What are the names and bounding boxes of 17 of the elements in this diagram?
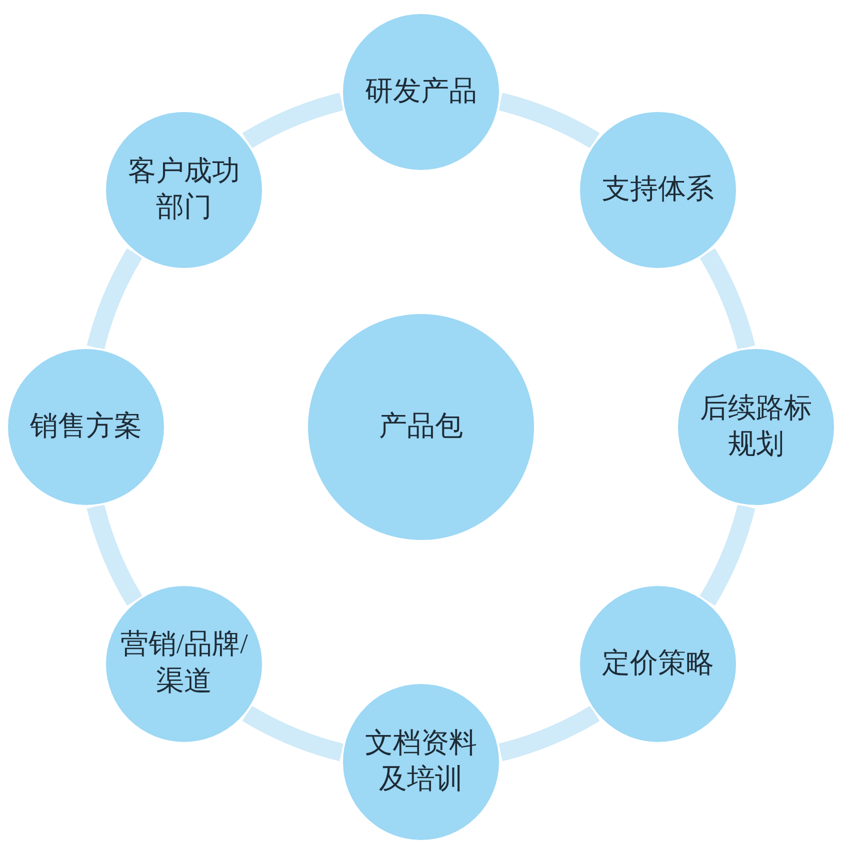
circle-label: 后续路标规划	[698, 392, 813, 462]
circle-label: 客户成功部门	[127, 154, 242, 226]
circle-label: 定价策略	[602, 646, 714, 681]
ring-segment	[242, 705, 344, 762]
circle-label: 产品包	[379, 410, 463, 444]
circle-label: 研发产品	[365, 74, 477, 109]
ring-segment	[498, 92, 600, 149]
ring-segment	[498, 705, 600, 762]
ring-segment	[86, 504, 143, 606]
circle-label: 文档资料及培训	[364, 726, 478, 797]
ring-segment	[699, 248, 756, 350]
circle-label: 营销/品牌/渠道	[119, 628, 249, 699]
ring-segment	[86, 248, 143, 350]
ring-segment	[242, 92, 344, 149]
circle-label: 销售方案	[30, 410, 142, 444]
ring-segment	[699, 504, 756, 606]
circle-label: 支持体系	[602, 172, 714, 207]
